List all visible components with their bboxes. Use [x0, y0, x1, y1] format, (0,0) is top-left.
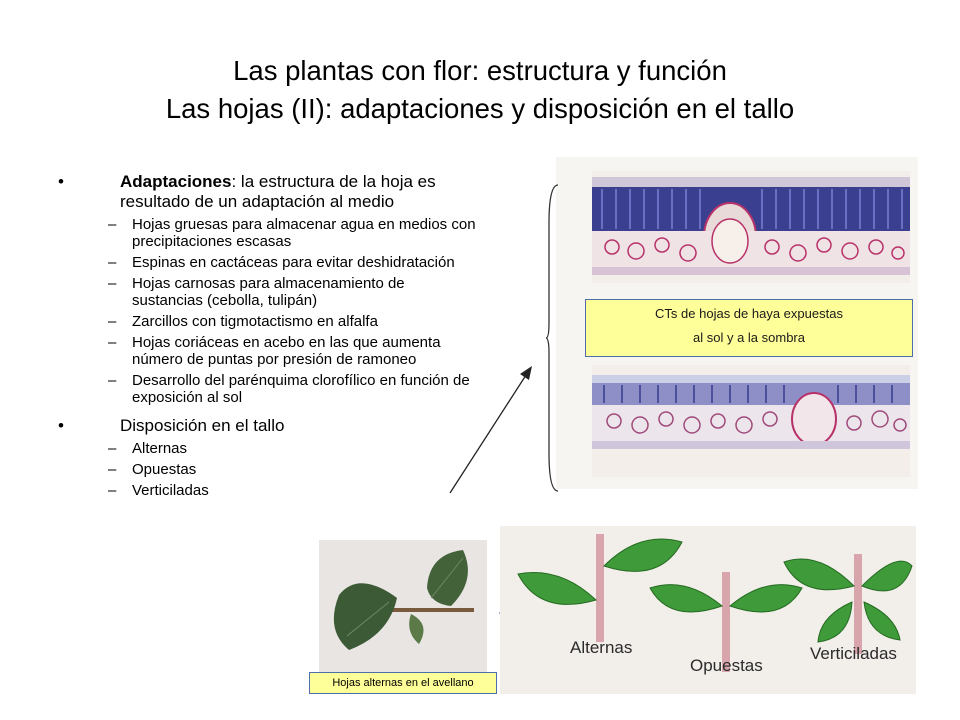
sub-item-text: Alternas [132, 440, 188, 457]
dash-marker: – [108, 372, 117, 389]
bullet-adaptaciones: • Adaptaciones: la estructura de la hoja… [58, 172, 478, 212]
sub-item-text: Verticiladas [132, 482, 209, 499]
sun-leaf-section [592, 171, 910, 283]
sub-item: –Alternas [58, 440, 478, 457]
arrangement-text: Disposición en el tallo [120, 416, 285, 435]
sub-item-text: Hojas carnosas para almacenamiento de su… [132, 275, 405, 309]
leaf-cross-section-image [556, 157, 918, 489]
drawing-label-alternas: Alternas [570, 638, 633, 657]
bracket-icon [545, 184, 559, 492]
arrangement-illustration [517, 534, 913, 672]
cross-section-caption: CTs de hojas de haya expuestas al sol y … [585, 299, 913, 357]
dash-marker: – [108, 482, 117, 499]
pointer-arrow-icon [449, 366, 532, 494]
dash-marker: – [108, 440, 117, 457]
caption-line-1: CTs de hojas de haya expuestas [655, 306, 843, 321]
dash-marker: – [108, 461, 117, 478]
sub-item: –Hojas gruesas para almacenar agua en me… [58, 216, 478, 250]
sub-item-text: Zarcillos con tigmotactismo en alfalfa [132, 313, 378, 330]
caption-line-2: al sol y a la sombra [693, 330, 805, 345]
sub-item: –Desarrollo del parénquima clorofílico e… [58, 372, 478, 406]
sub-item: –Opuestas [58, 461, 478, 478]
bullet-marker: • [58, 416, 64, 435]
dash-marker: – [108, 275, 117, 292]
sub-item-text: Opuestas [132, 461, 197, 478]
sub-item: –Verticiladas [58, 482, 478, 499]
sub-item: –Espinas en cactáceas para evitar deshid… [58, 254, 478, 271]
slide-title: Las plantas con flor: estructura y funci… [0, 52, 960, 128]
sub-item-text: Hojas gruesas para almacenar agua en med… [132, 216, 476, 250]
hazel-leaves-photo [319, 540, 487, 690]
dash-marker: – [108, 313, 117, 330]
dash-marker: – [108, 216, 117, 233]
drawing-label-opuestas: Opuestas [690, 656, 763, 675]
dash-marker: – [108, 334, 117, 351]
bullet-marker: • [58, 172, 64, 191]
drawing-label-verticiladas: Verticiladas [810, 644, 897, 663]
dash-marker: – [108, 254, 117, 271]
bullet-disposicion: • Disposición en el tallo [58, 416, 478, 436]
adaptations-text: : la estructura de la hoja es resultado … [120, 172, 436, 211]
sub-item-text: Espinas en cactáceas para evitar deshidr… [132, 254, 455, 271]
hazel-branch-illustration [333, 550, 474, 650]
photo-caption: Hojas alternas en el avellano [309, 672, 497, 694]
shade-leaf-section [592, 365, 910, 477]
leaf-arrangement-drawing: Alternas Opuestas Verticiladas [500, 526, 916, 694]
sub-item-text: Hojas coriáceas en acebo en las que aume… [132, 334, 441, 368]
bullet-list: • Adaptaciones: la estructura de la hoja… [58, 172, 478, 499]
title-line-2: Las hojas (II): adaptaciones y disposici… [165, 93, 795, 124]
adaptations-term: Adaptaciones [120, 172, 232, 191]
title-line-1: Las plantas con flor: estructura y funci… [233, 55, 727, 86]
sub-item: –Hojas coriáceas en acebo en las que aum… [58, 334, 478, 368]
sub-item: –Hojas carnosas para almacenamiento de s… [58, 275, 478, 309]
sub-item-text: Desarrollo del parénquima clorofílico en… [132, 372, 470, 406]
sub-item: –Zarcillos con tigmotactismo en alfalfa [58, 313, 478, 330]
